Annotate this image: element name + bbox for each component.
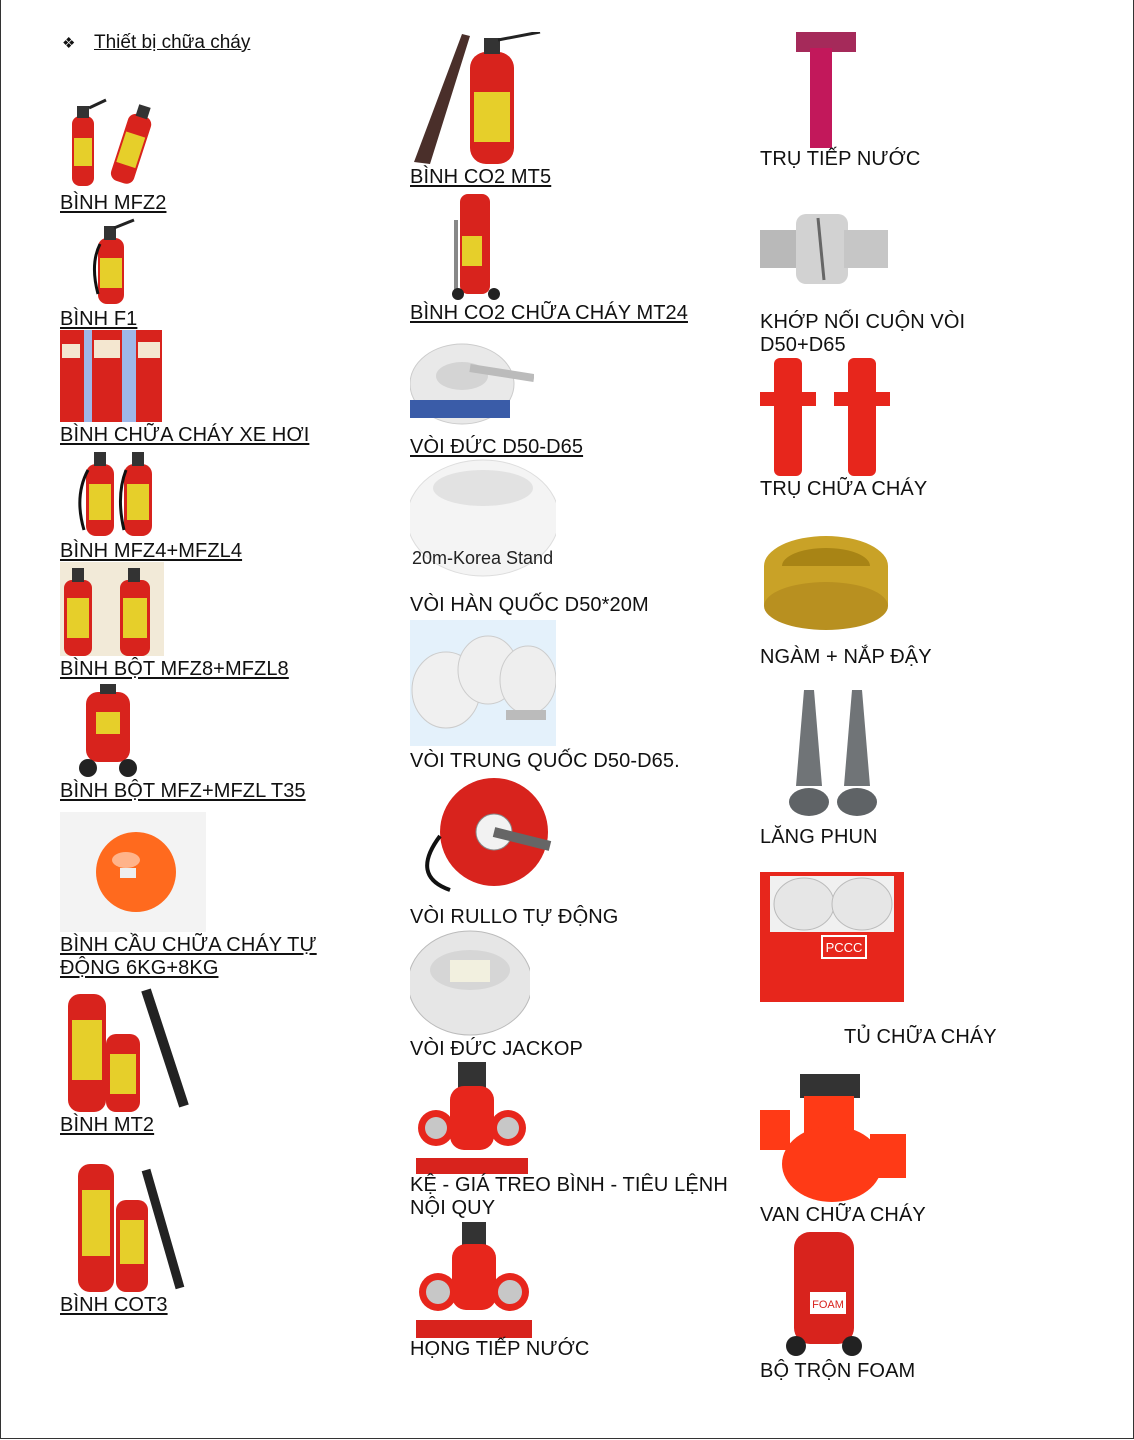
- item-label: KHỚP NỐI CUỘN VÒI D50+D65: [760, 311, 966, 356]
- fire-hose-roll-icon: [410, 338, 534, 428]
- cabinet-print-text: PCCC: [826, 940, 863, 955]
- car-extinguisher-cans-icon: [60, 330, 162, 422]
- brass-cap-icon: [760, 530, 892, 636]
- fire-hose-roll-icon: [410, 930, 530, 1036]
- section-heading: ❖ Thiết bị chữa cháy: [62, 32, 250, 54]
- co2-extinguisher-horn-icon: [410, 32, 556, 164]
- item-label[interactable]: BÌNH CO2 MT5: [410, 166, 552, 188]
- foam-print-text: FOAM: [812, 1299, 844, 1311]
- co2-trolley-icon: [446, 190, 508, 300]
- fire-hydrant-icon: [760, 358, 892, 476]
- item-label: TRỤ CHỮA CHÁY: [760, 478, 928, 500]
- item-label[interactable]: BÌNH CẦU CHỮA CHÁY TỰ ĐỘNG 6KG+8KG: [60, 934, 317, 979]
- item-label: HỌNG TIẾP NƯỚC: [410, 1338, 590, 1360]
- item-label: LĂNG PHUN: [760, 826, 878, 848]
- item-label[interactable]: BÌNH BỘT MFZ+MFZL T35: [60, 780, 306, 802]
- section-title-link[interactable]: Thiết bị chữa cháy: [94, 32, 251, 53]
- item-label[interactable]: VÒI ĐỨC D50-D65: [410, 436, 584, 458]
- item-label[interactable]: BÌNH CO2 CHỮA CHÁY MT24: [410, 302, 688, 324]
- item-label: VÒI TRUNG QUỐC D50-D65.: [410, 750, 680, 772]
- item-label[interactable]: BÌNH BỘT MFZ8+MFZL8: [60, 658, 289, 680]
- item-label[interactable]: BÌNH COT3: [60, 1294, 168, 1316]
- item-label: TRỤ TIẾP NƯỚC: [760, 148, 921, 170]
- foam-trolley-icon: FOAM: [786, 1228, 862, 1358]
- item-label: NGÀM + NẮP ĐẬY: [760, 646, 932, 668]
- wheeled-extinguisher-icon: [78, 682, 138, 778]
- item-label: VÒI RULLO TỰ ĐỘNG: [410, 906, 619, 928]
- hose-reel-icon: [410, 776, 556, 896]
- fire-cabinet-icon: PCCC: [760, 872, 904, 1002]
- item-label[interactable]: BÌNH MT2: [60, 1114, 155, 1136]
- ball-extinguisher-icon: [60, 812, 206, 932]
- item-label: VAN CHỮA CHÁY: [760, 1204, 926, 1226]
- hose-print-text: 20m-Korea Stand: [412, 548, 553, 568]
- item-label: TỦ CHỮA CHÁY: [844, 1026, 997, 1048]
- hydrant-valve-icon: [410, 1220, 538, 1338]
- extinguisher-pair-icon: [60, 562, 164, 656]
- fire-valve-icon: [760, 1074, 906, 1202]
- co2-extinguisher-pair-icon: [76, 1160, 186, 1292]
- extinguisher-small-icon: [88, 214, 138, 306]
- item-label[interactable]: BÌNH MFZ2: [60, 192, 167, 214]
- pipe-post-icon: [776, 32, 864, 148]
- item-label[interactable]: BÌNH CHỮA CHÁY XE HƠI: [60, 424, 310, 446]
- hydrant-valve-icon: [410, 1062, 534, 1174]
- hose-coupling-icon: [760, 206, 888, 292]
- item-label: VÒI ĐỨC JACKOP: [410, 1038, 583, 1060]
- nozzle-icon: [786, 690, 882, 820]
- item-label[interactable]: BÌNH MFZ4+MFZL4: [60, 540, 243, 562]
- fire-hose-roll-icon: 20m-Korea Stand: [410, 458, 556, 578]
- item-label: VÒI HÀN QUỐC D50*20M: [410, 594, 649, 616]
- item-label: KỆ - GIÁ TREO BÌNH - TIÊU LỆNH NỘI QUY: [410, 1174, 728, 1219]
- diamond-bullet-icon: ❖: [62, 35, 76, 52]
- item-label: BỘ TRỘN FOAM: [760, 1360, 916, 1382]
- item-label[interactable]: BÌNH F1: [60, 308, 138, 330]
- co2-extinguisher-pair-icon: [66, 980, 190, 1112]
- fire-hose-rolls-icon: [410, 620, 556, 746]
- extinguisher-pair-icon: [72, 446, 164, 538]
- extinguisher-pair-icon: [62, 96, 162, 188]
